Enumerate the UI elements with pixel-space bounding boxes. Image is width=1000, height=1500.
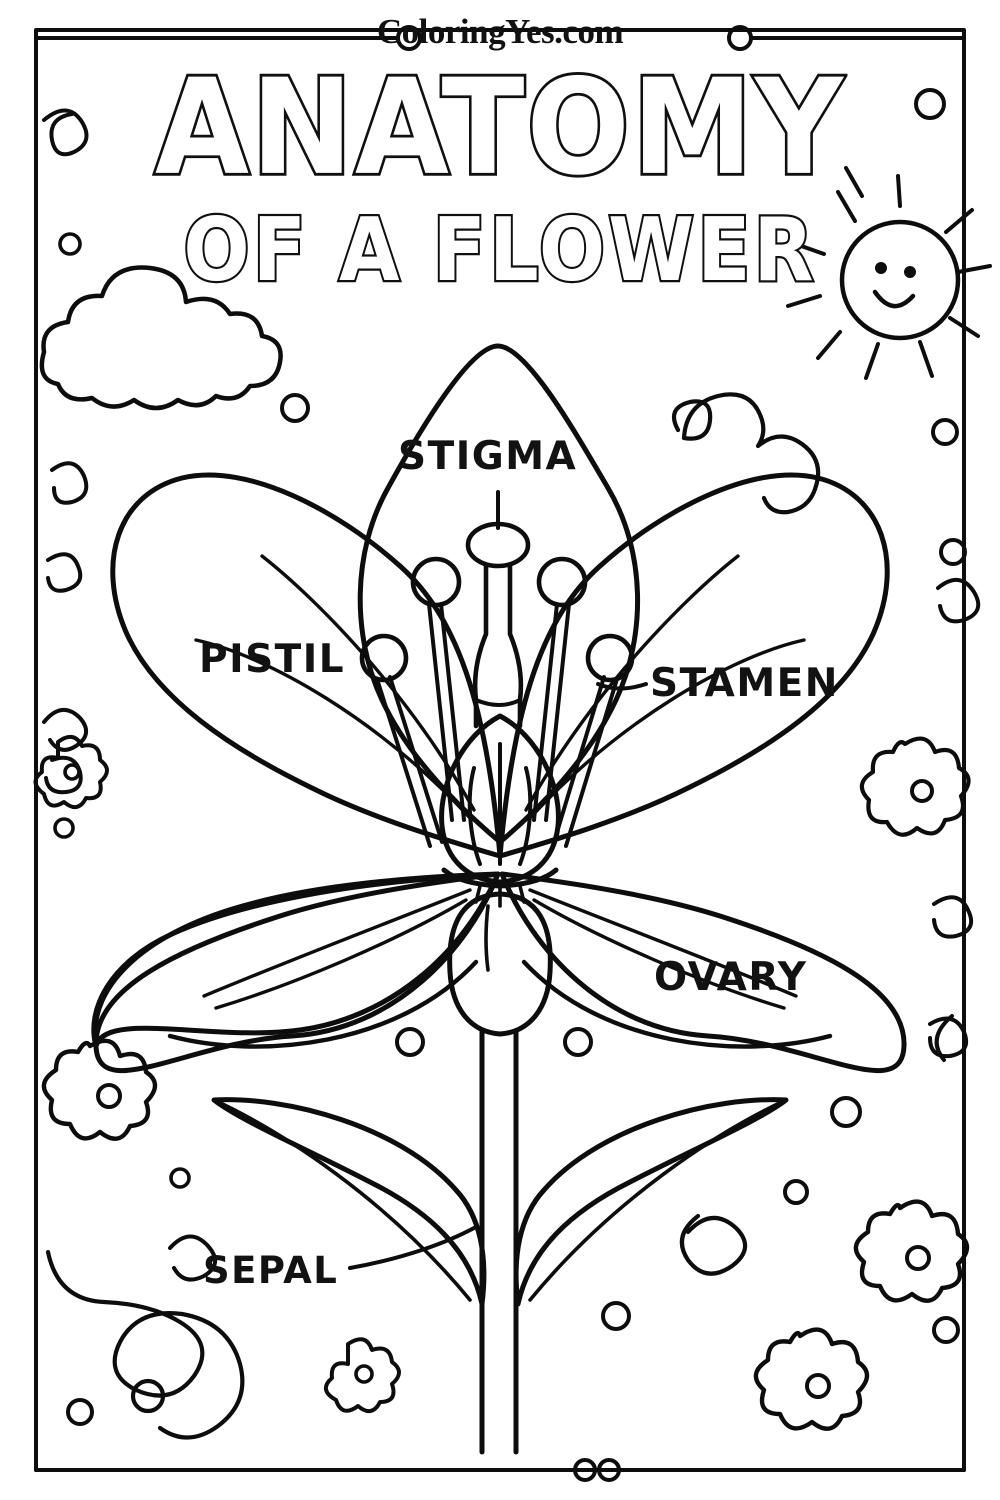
anther-head — [536, 556, 588, 608]
petal-right-lower-vein — [528, 888, 798, 998]
label-stamen: STAMEN — [650, 661, 839, 706]
label-stigma: STIGMA — [398, 434, 578, 479]
small-flower-icon — [324, 1337, 401, 1414]
petals-lower-seam — [167, 959, 479, 1049]
label-pistil: PISTIL — [199, 637, 346, 682]
petal-left-upper-vein — [260, 554, 476, 812]
leaf-left-midrib — [212, 1098, 472, 1302]
petals-lower-seam — [521, 959, 833, 1049]
anther-head — [410, 556, 462, 608]
label-sepal: SEPAL — [203, 1249, 339, 1292]
petal-left-upper-vein — [194, 638, 472, 820]
leaf-right-midrib — [528, 1098, 788, 1302]
footer-dot-left — [573, 1458, 597, 1482]
anther-head — [359, 633, 409, 683]
ovary-bulb-vein — [484, 904, 490, 972]
swirl-cloud-decoration — [671, 392, 821, 515]
lower-left-swirl-decoration — [45, 1234, 245, 1440]
label-ovary: OVARY — [654, 955, 808, 1000]
sun-icon — [786, 166, 992, 380]
stamen-filament — [427, 602, 466, 822]
leaf-left — [211, 1097, 487, 1307]
stamen-filament — [375, 675, 444, 848]
scattered-circles-decoration — [53, 88, 967, 1426]
receptacle-inner-line — [467, 766, 482, 866]
cloud-icon — [39, 265, 283, 411]
stamen-filament — [532, 602, 571, 822]
mid-right-swirl — [679, 1213, 748, 1276]
stigma-head — [465, 521, 531, 569]
stamen-leader-line — [596, 682, 648, 691]
receptacle-inner-line — [518, 766, 533, 866]
stamen-filament — [552, 675, 619, 848]
petal-right-lower-vein — [532, 898, 786, 1010]
site-brand[interactable]: ColoringYes.com — [376, 12, 624, 51]
petal-right-upper-vein — [528, 638, 806, 820]
petal-right-lower — [499, 871, 907, 1074]
leaf-right — [513, 1097, 789, 1307]
ovary-bulb — [447, 891, 553, 1037]
petal-left-lower-outline — [91, 875, 443, 1049]
sepal-leader-line — [348, 1226, 476, 1270]
left-edge-swirls — [42, 108, 89, 795]
small-flower-icon — [753, 1327, 870, 1431]
stamens-group — [359, 556, 635, 848]
petal-left-lower-vein — [214, 898, 468, 1010]
right-edge-swirls — [928, 578, 981, 1062]
small-flower-icon — [853, 1199, 970, 1303]
small-flower-icon — [859, 736, 971, 837]
small-flower-icon — [33, 734, 109, 810]
footer-dot-right — [597, 1458, 621, 1482]
receptacle-base-bract — [441, 867, 559, 889]
small-flower-icon — [41, 1038, 158, 1141]
header-dot-left — [396, 25, 422, 51]
petal-left-lower-body — [93, 871, 501, 1074]
pistil-structure — [465, 490, 531, 729]
anther-head — [585, 633, 635, 683]
pistil-ovary-swell — [474, 698, 522, 707]
petal-left-lower-vein — [202, 888, 472, 998]
